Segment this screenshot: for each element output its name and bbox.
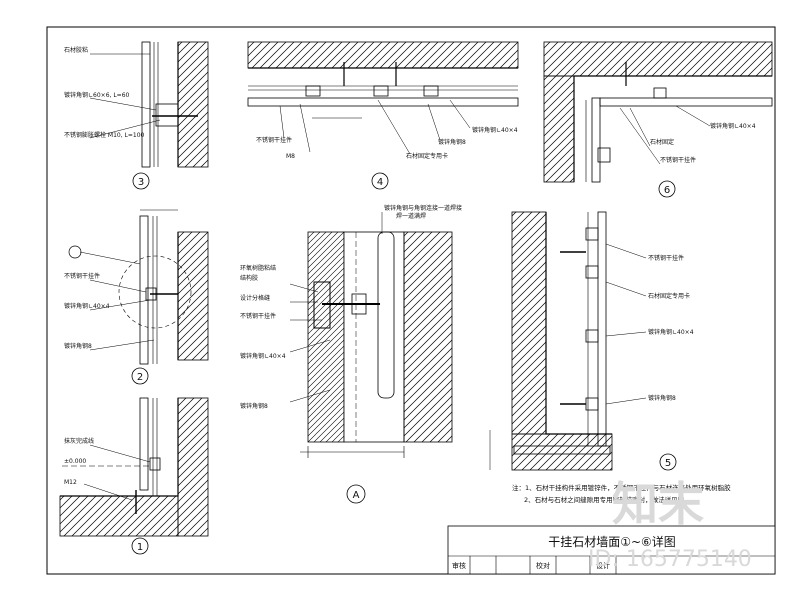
d1-label-3: M12 bbox=[64, 479, 77, 486]
d6-mark: 6 bbox=[664, 185, 670, 196]
proof-label: 校对 bbox=[536, 561, 550, 570]
d3-stone bbox=[141, 41, 151, 168]
title-block: 干挂石材墙面①~⑥详图 审核 校对 设计 bbox=[447, 525, 776, 575]
d6-stone-h bbox=[599, 97, 773, 107]
d3-label-3: 不锈钢膨胀螺栓 M10, L=100 bbox=[64, 131, 145, 139]
watermark-brand: 知末 bbox=[612, 477, 704, 531]
d1-wall bbox=[177, 397, 209, 537]
detail-3: 石材胶粘 镀锌角钢∟60×6, L=60 不锈钢膨胀螺栓 M10, L=100 … bbox=[64, 41, 209, 190]
d2-label-1: 不锈钢干挂件 bbox=[64, 272, 100, 280]
dA-label-5: 设计分格缝 bbox=[240, 294, 270, 302]
d2-mark: 2 bbox=[137, 372, 143, 383]
d3-label-1: 石材胶粘 bbox=[64, 46, 88, 54]
d5-label-3: 镀锌角钢∟40×4 bbox=[648, 328, 694, 336]
d5-label-2: 石材固定专用卡 bbox=[648, 292, 690, 300]
d2-stone bbox=[139, 215, 149, 365]
d4-stone bbox=[247, 97, 519, 107]
d6-stone-v bbox=[591, 97, 601, 183]
dA-label-4: 结构胶 bbox=[240, 274, 258, 282]
d1-label-2: ±0.000 bbox=[64, 458, 86, 465]
d1-stone bbox=[139, 397, 149, 491]
d5-label-4: 镀锌角钢8 bbox=[648, 394, 676, 402]
d5-stone bbox=[597, 211, 607, 447]
dA-wall bbox=[403, 231, 453, 443]
d6-wall bbox=[543, 75, 575, 183]
title-text: 干挂石材墙面①~⑥详图 bbox=[548, 534, 676, 549]
detail-A: 镀锌角钢与角钢连接一道焊接 焊一道满焊 环氧树脂粘结 结构胶 设计分格缝 不锈钢… bbox=[240, 204, 462, 504]
d4-label-5: 石材固定专用卡 bbox=[406, 152, 448, 160]
dA-label-8: 镀锌角钢8 bbox=[240, 402, 268, 410]
d1-mark: 1 bbox=[137, 542, 143, 553]
d5-mark: 5 bbox=[665, 458, 671, 469]
note-line-1: 注：1、石材干挂构件采用镀锌件，不锈钢干挂件与石材连接处用环氧树脂胶 bbox=[512, 483, 731, 492]
detail-2: 不锈钢干挂件 镀锌角钢∟40×4 镀锌角钢8 2 bbox=[64, 209, 209, 385]
detail-1: 抹灰完成线 ±0.000 M12 1 bbox=[59, 397, 209, 555]
d3-wall bbox=[177, 41, 209, 168]
dA-label-7: 镀锌角钢∟40×4 bbox=[240, 352, 286, 360]
detail-5: 不锈钢干挂件 石材固定专用卡 镀锌角钢∟40×4 镀锌角钢8 5 bbox=[489, 211, 694, 471]
dA-label-1: 镀锌角钢与角钢连接一道焊接 bbox=[384, 204, 462, 212]
d6-label-3: 不锈钢干挂件 bbox=[660, 156, 696, 164]
d4-label-4: 镀锌角钢∟40×4 bbox=[472, 126, 518, 134]
dA-mark: A bbox=[353, 490, 360, 501]
d6-ceiling bbox=[543, 41, 773, 77]
dA-core bbox=[343, 231, 405, 443]
watermark-id: ID: 165775140 bbox=[588, 547, 752, 572]
d1-floor bbox=[59, 495, 179, 537]
d3-label-2: 镀锌角钢∟60×6, L=60 bbox=[64, 91, 130, 99]
d1-label-1: 抹灰完成线 bbox=[64, 437, 94, 445]
d4-label-2: M8 bbox=[286, 153, 295, 160]
design-label: 设计 bbox=[596, 561, 610, 570]
d4-label-1: 不锈钢干挂件 bbox=[256, 136, 292, 144]
d5-wall bbox=[511, 211, 547, 435]
dA-stone-wall bbox=[307, 231, 345, 443]
d4-mark: 4 bbox=[377, 177, 383, 188]
dA-label-6: 不锈钢干挂件 bbox=[240, 312, 276, 320]
d6-label-1: 镀锌角钢∟40×4 bbox=[710, 122, 756, 130]
d2-wall bbox=[177, 231, 209, 361]
d3-bracket bbox=[155, 103, 179, 127]
d3-mark: 3 bbox=[138, 177, 144, 188]
detail-4: 不锈钢干挂件 M8 镀锌角钢8 镀锌角钢∟40×4 石材固定专用卡 4 bbox=[247, 41, 519, 190]
check-label: 审核 bbox=[452, 561, 466, 570]
d2-label-3: 镀锌角钢8 bbox=[64, 342, 92, 350]
d5-floor bbox=[511, 433, 613, 471]
dA-label-3: 环氧树脂粘结 bbox=[240, 264, 276, 272]
d4-label-3: 镀锌角钢8 bbox=[438, 138, 466, 146]
dA-label-2: 焊一道满焊 bbox=[396, 212, 426, 220]
detail-6: 镀锌角钢∟40×4 石材固定 不锈钢干挂件 6 bbox=[543, 41, 773, 198]
d6-label-2: 石材固定 bbox=[650, 138, 674, 146]
dA-pipe bbox=[377, 231, 395, 399]
d2-label-2: 镀锌角钢∟40×4 bbox=[64, 302, 110, 310]
drawing-border bbox=[46, 26, 776, 575]
d4-ceiling bbox=[247, 41, 519, 69]
d5-label-1: 不锈钢干挂件 bbox=[648, 254, 684, 262]
note-line-2: 2、石材与石材之间缝隙用专用密封胶密封，做法详见图。 bbox=[524, 495, 691, 504]
